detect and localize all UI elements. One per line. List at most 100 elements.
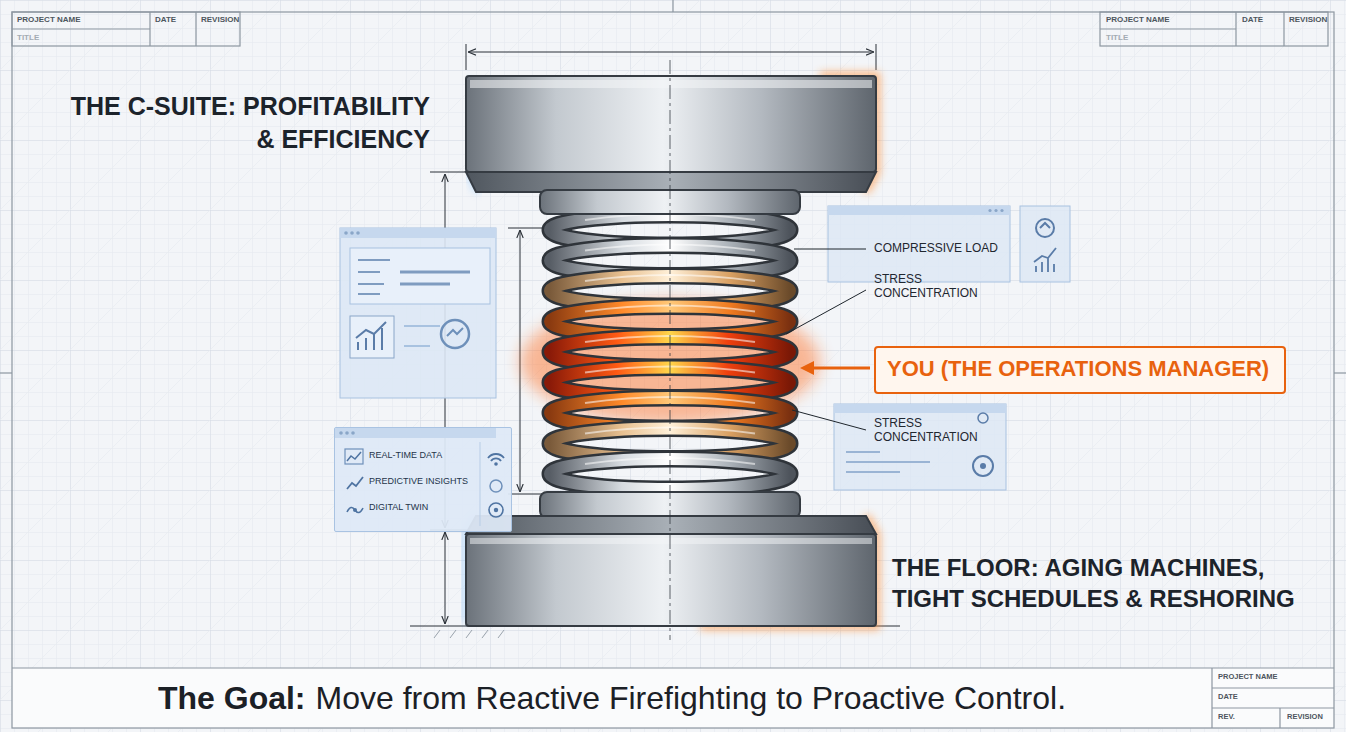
top-plate bbox=[466, 76, 876, 172]
sheet-frame bbox=[12, 12, 240, 46]
upper-left-panel bbox=[350, 316, 394, 358]
right-panels bbox=[846, 461, 930, 463]
panel-icon bbox=[347, 507, 363, 512]
upper-left-panel bbox=[340, 228, 496, 238]
right-panels bbox=[846, 451, 880, 453]
panel-icon bbox=[345, 431, 349, 435]
upper-left-panel bbox=[404, 325, 440, 327]
panel-icon bbox=[339, 431, 343, 435]
sheet-frame bbox=[1235, 12, 1236, 46]
panel-row-text: REAL-TIME DATA bbox=[369, 450, 442, 461]
upper-left-panel bbox=[358, 259, 390, 261]
title-block-field: PROJECT NAME bbox=[1218, 673, 1278, 682]
right-panels bbox=[834, 404, 1006, 490]
right-panels bbox=[994, 209, 997, 212]
sheet-frame bbox=[1212, 687, 1334, 688]
data-panel: REAL-TIME DATA PREDICTIVE INSIGHTS DIGITAL… bbox=[334, 427, 512, 532]
caption-row: The Goal:Move from Reactive Firefighting… bbox=[12, 669, 1212, 727]
load-heading: THE C-SUITE: PROFITABILITY & EFFICIENCY bbox=[55, 90, 430, 155]
upper-left-panel bbox=[404, 345, 430, 347]
sheet-frame bbox=[1279, 708, 1280, 728]
callout-text: YOU (THE OPERATIONS MANAGER) bbox=[887, 356, 1273, 382]
panel-icon bbox=[480, 442, 481, 526]
leader-lines bbox=[794, 249, 866, 250]
sheet-frame bbox=[1100, 28, 1236, 29]
upper-left-panel bbox=[358, 283, 384, 285]
upper-left-panel bbox=[358, 271, 380, 273]
callout-label: STRESS CONCENTRATION bbox=[874, 416, 994, 445]
panel-icon bbox=[490, 480, 502, 492]
dimension-lines bbox=[876, 44, 877, 70]
right-panels bbox=[978, 413, 988, 423]
title-block-field: PROJECT NAME bbox=[1106, 15, 1170, 24]
upper-left-panel bbox=[350, 248, 490, 304]
base-heading: THE FLOOR: AGING MACHINES, TIGHT SCHEDUL… bbox=[892, 552, 1312, 614]
panel-icon bbox=[351, 431, 355, 435]
right-panels bbox=[980, 463, 986, 469]
panel-icon bbox=[347, 452, 361, 461]
title-block-field: REV. bbox=[1218, 713, 1235, 722]
pointer-arrow bbox=[800, 361, 814, 375]
bottom-plate bbox=[470, 538, 872, 544]
centerline bbox=[670, 60, 671, 640]
panel-icon bbox=[335, 428, 496, 438]
sheet-frame bbox=[1100, 12, 1328, 46]
sheet-frame bbox=[195, 12, 196, 46]
right-panels bbox=[1000, 209, 1003, 212]
centerline bbox=[670, 60, 671, 640]
upper-left-panel bbox=[447, 328, 463, 336]
upper-left-panel bbox=[356, 231, 360, 235]
right-panels bbox=[988, 209, 991, 212]
bottom-plate bbox=[466, 534, 876, 626]
sheet-frame bbox=[1334, 372, 1346, 373]
right-panels bbox=[1020, 206, 1070, 282]
sheet-frame bbox=[149, 12, 150, 46]
sheet-frame bbox=[0, 372, 12, 373]
title-block-field: TITLE bbox=[17, 33, 39, 42]
upper-left-panel bbox=[356, 322, 386, 350]
right-panels bbox=[834, 404, 1006, 413]
title-block-field: REVISION bbox=[201, 15, 239, 24]
panel-row-text: DIGITAL TWIN bbox=[369, 502, 428, 513]
panel-icon bbox=[347, 477, 363, 489]
right-panels bbox=[846, 471, 900, 473]
dimension-lines bbox=[434, 630, 504, 638]
caption-lead: The Goal: bbox=[158, 680, 306, 717]
bottom-plate bbox=[466, 516, 876, 534]
sheet-frame bbox=[12, 667, 1334, 668]
leader-lines bbox=[786, 249, 866, 430]
upper-left-panel bbox=[358, 293, 380, 295]
panel-row-text: PREDICTIVE INSIGHTS bbox=[369, 476, 468, 487]
top-plate bbox=[470, 80, 872, 88]
title-block-field: REVISION bbox=[1287, 713, 1323, 722]
callout-box: YOU (THE OPERATIONS MANAGER) bbox=[874, 346, 1286, 394]
right-panels bbox=[1036, 219, 1054, 237]
dimension-lines bbox=[468, 52, 874, 53]
sheet-frame bbox=[1212, 707, 1334, 708]
upper-left-panel bbox=[350, 231, 354, 235]
upper-left-panel bbox=[400, 271, 470, 274]
spring-glow bbox=[466, 76, 876, 626]
sheet-frame bbox=[12, 28, 150, 29]
dimension-lines bbox=[445, 532, 446, 624]
callout-label: COMPRESSIVE LOAD bbox=[874, 242, 998, 256]
leader-lines bbox=[792, 410, 866, 430]
right-panels bbox=[828, 206, 1010, 282]
title-block-field: REVISION bbox=[1289, 15, 1327, 24]
top-plate bbox=[466, 76, 876, 214]
title-block-field: PROJECT NAME bbox=[17, 15, 81, 24]
upper-left-panel bbox=[441, 320, 469, 348]
grid-ground bbox=[12, 668, 1334, 728]
pointer-arrow bbox=[800, 361, 870, 375]
upper-left-panel bbox=[400, 283, 450, 286]
dimension-lines bbox=[466, 44, 467, 70]
upper-left-panel bbox=[340, 228, 496, 398]
sheet-frame bbox=[12, 12, 1334, 728]
sheet-frame bbox=[1211, 668, 1212, 728]
panel-icon bbox=[345, 449, 363, 464]
right-panels bbox=[973, 456, 993, 476]
